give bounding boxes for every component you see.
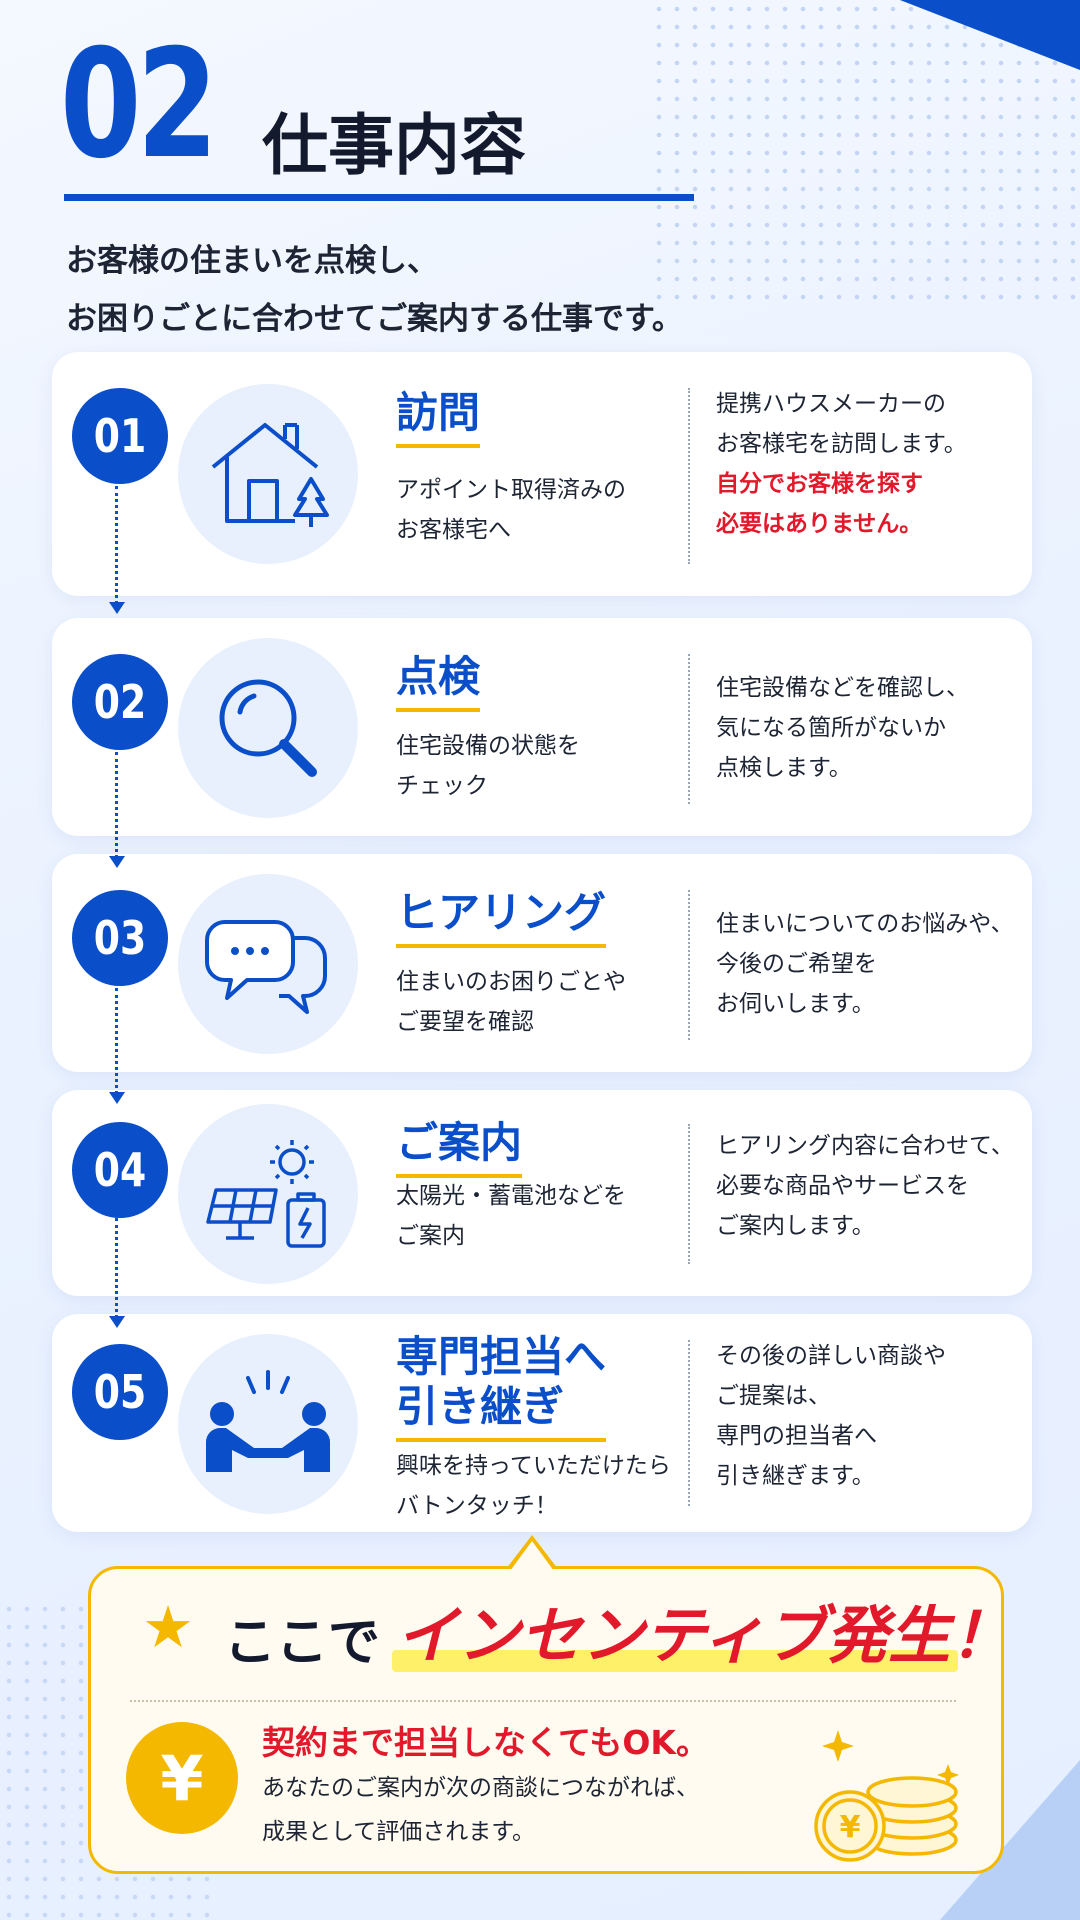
corner-decoration bbox=[900, 0, 1080, 70]
magnifier-icon bbox=[178, 638, 358, 818]
coins-icon: ¥ bbox=[800, 1716, 980, 1870]
callout-body: あなたのご案内が次の商談につながれば、 成果として評価されます。 bbox=[262, 1775, 699, 1845]
step-subtitle: 住宅設備の状態をチェック bbox=[396, 733, 580, 799]
handshake-icon bbox=[178, 1334, 358, 1514]
step-subtitle: アポイント取得済みのお客様宅へ bbox=[396, 477, 626, 543]
step-subtitle: 住まいのお困りごとやご要望を確認 bbox=[396, 969, 626, 1035]
step-subtitle: 興味を持っていただけたらバトンタッチ！ bbox=[396, 1453, 671, 1519]
title-underline bbox=[64, 194, 694, 201]
callout-highlight: インセンティブ発生！ bbox=[396, 1599, 1013, 1672]
step-description: その後の詳しい商談やご提案は、専門の担当者へ引き継ぎます。 bbox=[716, 1343, 946, 1489]
step-title: 専門担当へ引き継ぎ bbox=[396, 1332, 607, 1442]
star-icon: ★ bbox=[142, 1593, 194, 1661]
step-card-1: 01 訪問 アポイント取得済みのお客様宅へ 提携ハウスメーカーのお客様宅を訪問し… bbox=[52, 352, 1032, 596]
step-badge: 03 bbox=[72, 890, 168, 986]
step-connector-arrow bbox=[109, 1218, 125, 1328]
house-icon bbox=[178, 384, 358, 564]
step-description: 提携ハウスメーカーのお客様宅を訪問します。 自分でお客様を探す必要はありません。 bbox=[716, 391, 967, 537]
chat-bubbles-icon bbox=[178, 874, 358, 1054]
divider bbox=[130, 1700, 956, 1702]
solar-battery-icon bbox=[178, 1104, 358, 1284]
step-card-3: 03 ヒアリング 住まいのお困りごとやご要望を確認 住まいについてのお悩みや、今… bbox=[52, 854, 1032, 1072]
highlight-marker bbox=[392, 1650, 958, 1672]
yen-icon: ¥ bbox=[126, 1722, 238, 1834]
step-card-5: 05 専門担当へ引き継ぎ 興味を持っていただけたらバトンタッチ！ その後の詳しい… bbox=[52, 1314, 1032, 1532]
step-connector-arrow bbox=[109, 988, 125, 1104]
divider bbox=[688, 1124, 690, 1264]
divider bbox=[688, 890, 690, 1040]
step-title: ヒアリング bbox=[396, 888, 607, 948]
divider bbox=[688, 1340, 690, 1506]
callout-heading: ここで bbox=[224, 1613, 381, 1673]
step-description: 住まいについてのお悩みや、今後のご希望をお伺いします。 bbox=[716, 911, 1014, 1017]
step-card-4: 04 ご案内 太陽光・蓄電池などをご案内 ヒアリング内容に合わせて、必要な商品や… bbox=[52, 1090, 1032, 1296]
step-description: 住宅設備などを確認し、気になる箇所がないか点検します。 bbox=[716, 675, 969, 781]
step-badge: 04 bbox=[72, 1122, 168, 1218]
step-connector-arrow bbox=[109, 752, 125, 868]
svg-text:¥: ¥ bbox=[840, 1810, 861, 1845]
divider bbox=[688, 654, 690, 804]
step-subtitle: 太陽光・蓄電池などをご案内 bbox=[396, 1183, 626, 1249]
section-number: 02 bbox=[60, 18, 218, 192]
step-connector-arrow bbox=[109, 486, 125, 614]
step-title: 点検 bbox=[396, 652, 481, 712]
step-title: 訪問 bbox=[396, 388, 481, 448]
intro-text: お客様の住まいを点検し、 お困りごとに合わせてご案内する仕事です。 bbox=[66, 243, 683, 337]
step-title: ご案内 bbox=[396, 1118, 523, 1178]
step-badge: 01 bbox=[72, 388, 168, 484]
page-title: 仕事内容 bbox=[262, 107, 526, 184]
step-card-2: 02 点検 住宅設備の状態をチェック 住宅設備などを確認し、気になる箇所がないか… bbox=[52, 618, 1032, 836]
callout-subheading: 契約まで担当しなくてもOK。 bbox=[262, 1723, 709, 1762]
divider bbox=[688, 388, 690, 564]
step-description: ヒアリング内容に合わせて、必要な商品やサービスをご案内します。 bbox=[716, 1133, 1014, 1239]
step-badge: 02 bbox=[72, 654, 168, 750]
step-badge: 05 bbox=[72, 1344, 168, 1440]
